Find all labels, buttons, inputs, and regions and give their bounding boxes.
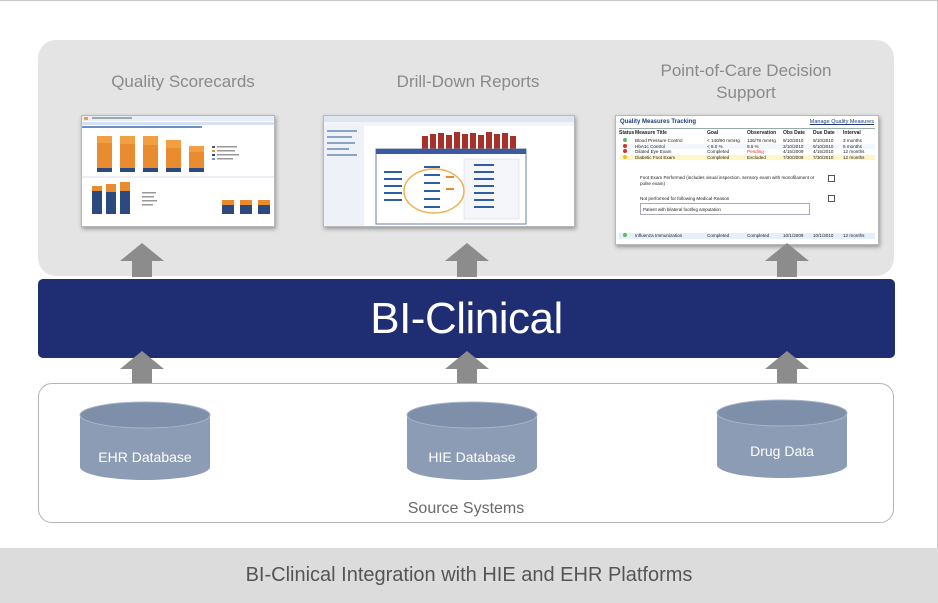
- decision-support-thumbnail: Quality Measures Tracking Manage Quality…: [615, 115, 879, 245]
- qm-rows: Blood Pressure Control < 140/90 mmHg 136/7…: [619, 138, 875, 160]
- qm-header: Due Date: [813, 130, 835, 136]
- output-title: Drill-Down Reports: [396, 72, 540, 91]
- database-icon: [406, 401, 538, 480]
- qm-note-not-performed: Not performed for following Medical Reas…: [640, 196, 730, 201]
- qm-header: Measure Title: [635, 130, 667, 136]
- qm-cell: 4/15/2010: [813, 149, 834, 154]
- qm-last-row: Influenza Immunization Completed Completed…: [619, 233, 875, 239]
- qm-dropdown[interactable]: [828, 195, 835, 202]
- status-dot-icon: [623, 154, 627, 159]
- qm-row: Diabetic Foot Exam Completed Excluded 7/30/…: [619, 154, 875, 160]
- qm-cell: Dilated Eye Exam: [635, 149, 672, 154]
- source-systems-box: EHR Database HIE Database Drug Data Sour…: [38, 383, 894, 523]
- qm-row: Dilated Eye Exam Completed Pending 4/15/200…: [619, 149, 875, 155]
- output-title: Quality Scorecards: [111, 72, 255, 91]
- qm-cell: Completed: [747, 233, 770, 238]
- qm-cell: 12 months: [843, 154, 865, 160]
- qm-cell: Pending: [747, 149, 764, 154]
- database-label: Drug Data: [750, 443, 814, 459]
- qm-cell: Diabetic Foot Exam: [635, 154, 676, 160]
- ehr-database: EHR Database: [79, 401, 211, 481]
- qm-cell: < 140/90 mmHg: [707, 138, 740, 143]
- outputs-panel: Quality Scorecards: [38, 40, 894, 276]
- database-icon: [716, 399, 848, 478]
- arrow-up-icon: [445, 243, 489, 277]
- qm-cell: 6 months: [843, 143, 862, 149]
- arrow-up-icon: [445, 351, 489, 385]
- qm-cell: 10/1/2009: [783, 233, 804, 238]
- qm-header-row: Status Measure Title Goal Observation Ob…: [619, 130, 875, 136]
- drilldown-thumbnail-image: [324, 116, 574, 226]
- qm-cell: 7/30/2009: [783, 154, 804, 160]
- status-dot-icon: [623, 233, 627, 237]
- scorecard-bottom-bars: [92, 182, 270, 214]
- qm-row: Influenza Immunization Completed Completed…: [619, 233, 875, 239]
- qm-header: Interval: [843, 130, 861, 136]
- qm-header: Observation: [747, 130, 777, 136]
- scorecard-thumbnail-image: [82, 116, 274, 214]
- qm-cell: 9.5 %: [747, 143, 759, 149]
- qm-header: Status: [619, 130, 635, 136]
- qm-cell: Influenza Immunization: [635, 233, 683, 238]
- arrow-up-icon: [765, 243, 809, 277]
- status-dot-icon: [623, 138, 627, 142]
- qm-title: Quality Measures Tracking: [620, 119, 697, 125]
- qm-cell: < 8.0 %: [707, 143, 723, 149]
- database-label: HIE Database: [428, 449, 516, 465]
- qm-manage-link[interactable]: Manage Quality Measures: [809, 119, 874, 125]
- status-dot-icon: [623, 149, 627, 153]
- qm-divider: [619, 128, 875, 129]
- qm-cell: Completed: [707, 233, 730, 238]
- qm-cell: 12 months: [843, 149, 865, 154]
- drilldown-thumbnail: [323, 115, 575, 227]
- qm-header: Goal: [707, 130, 719, 136]
- scorecard-thumbnail: [81, 115, 275, 227]
- arrow-up-icon: [120, 243, 164, 277]
- arrow-up-icon: [765, 351, 809, 385]
- source-systems-label: Source Systems: [407, 500, 525, 517]
- qm-cell: 12 months: [843, 233, 865, 238]
- qm-header: Obs Date: [783, 130, 805, 136]
- scorecard-top-bars: [97, 136, 204, 172]
- qm-cell: 10/1/2010: [813, 233, 834, 238]
- qm-note-foot-exam: Foot Exam Performed (includes visual ins…: [640, 175, 815, 186]
- drug-data-database: Drug Data: [716, 399, 848, 479]
- qm-cell: 3/10/2010: [783, 143, 804, 149]
- qm-cell: Completed: [707, 154, 730, 160]
- qm-row: Blood Pressure Control < 140/90 mmHg 136/7…: [619, 138, 875, 144]
- footer-caption: BI-Clinical Integration with HIE and EHR…: [0, 548, 938, 603]
- database-icon: [79, 401, 211, 480]
- qm-cell: 9/10/2010: [813, 138, 834, 143]
- qm-cell: Completed: [707, 149, 730, 154]
- qm-cell: 136/78 mmHg: [747, 138, 776, 143]
- database-label: EHR Database: [98, 449, 192, 465]
- qm-cell: Blood Pressure Control: [635, 138, 683, 143]
- qm-cell: Excluded: [747, 154, 766, 160]
- qm-cell: 4/15/2009: [783, 149, 804, 154]
- qm-cell: 9/10/2010: [783, 138, 804, 143]
- arrow-up-icon: [120, 351, 164, 385]
- status-dot-icon: [623, 143, 627, 148]
- qm-row: HbA1c Control < 8.0 % 9.5 % 3/10/2010 9/10/2…: [619, 143, 875, 149]
- hie-database: HIE Database: [406, 401, 538, 481]
- qm-cell: 9/10/2010: [813, 143, 834, 149]
- output-title: Point-of-Care Decision Support: [660, 61, 832, 102]
- qm-cell: 3 months: [843, 138, 862, 143]
- qm-cell: HbA1c Control: [635, 143, 665, 149]
- qm-reason-field[interactable]: Patient with bilateral foot/leg amputati…: [640, 203, 810, 215]
- qm-checkbox[interactable]: [828, 175, 835, 182]
- bi-clinical-platform: BI-Clinical: [38, 279, 895, 358]
- qm-cell: 7/30/2010: [813, 154, 834, 160]
